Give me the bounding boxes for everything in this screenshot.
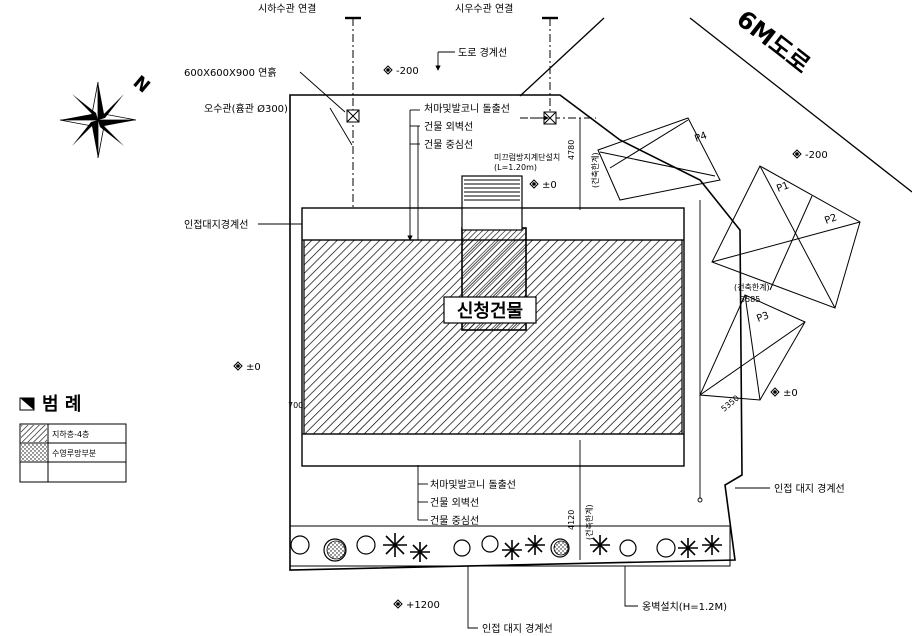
adjacent-right-label: 인접 대지 경계선 (774, 482, 845, 495)
manholes (346, 109, 557, 125)
legend-title: 범 례 (42, 394, 81, 415)
parking-area (597, 117, 861, 401)
stair-length-label: (L=1.20m) (494, 163, 537, 172)
dim-3585: 3585 (740, 295, 760, 304)
eave-line-top-label: 처마및발코니 돌출선 (424, 103, 510, 115)
storm-connection-label: 시우수관 연결 (455, 3, 513, 15)
sewer-connection-label: 시하수관 연결 (258, 2, 316, 15)
level-left: ±0 (246, 362, 261, 373)
level-stair: ±0 (542, 180, 557, 191)
building-label: 신청건물 (443, 296, 537, 324)
parking-p4: P4 (693, 130, 708, 145)
dim-4120: 4120 (567, 510, 576, 530)
parking-p2: P2 (823, 212, 838, 227)
level-top-center: -200 (396, 66, 419, 77)
legend-item-1: 지하층-4층 (52, 429, 89, 439)
road-lines (519, 17, 912, 193)
north-label: N (129, 72, 154, 98)
leaders (258, 51, 770, 629)
building-outline (301, 175, 685, 467)
road-boundary-label: 도로 경계선 (458, 46, 507, 59)
retaining-wall-label: 옹벽설치(H=1.2M) (642, 601, 727, 613)
wall-line-bottom-label: 건물 외벽선 (430, 497, 479, 509)
landscape-strip (289, 525, 731, 567)
level-bottom: +1200 (406, 600, 440, 611)
stair-note-label: 미끄럼방지계단설치 (494, 152, 560, 162)
dim-setback-3: (건축한계) (584, 504, 594, 540)
manhole-label: 600X600X900 연흙 (184, 66, 277, 79)
road-label: 6M도로 (731, 5, 815, 79)
level-right-top: -200 (805, 150, 828, 161)
north-arrow: N (59, 72, 154, 159)
center-line-top-label: 건물 중심선 (424, 139, 473, 151)
dim-setback-1: (건축한계) (590, 152, 600, 188)
building-name: 신청건물 (457, 301, 523, 322)
parking-p1: P1 (775, 180, 790, 195)
dim-700: 700 (288, 401, 303, 410)
level-right: ±0 (783, 388, 798, 399)
sewer-pipe-label: 오수관(흄관 Ø300) (204, 102, 288, 115)
dimension-lines (579, 118, 703, 560)
legend: 범 례 지하층-4층 수영루망부분 (19, 394, 127, 483)
adjacent-bottom-label: 인접 대지 경계선 (482, 622, 553, 635)
dim-4780: 4780 (567, 140, 576, 160)
center-line-bottom-label: 건물 중심선 (430, 515, 479, 527)
parking-p3: P3 (755, 310, 770, 325)
dim-setback-2: (건축한계) (734, 282, 770, 292)
level-markers (233, 65, 802, 609)
eave-line-bottom-label: 처마및발코니 돌출선 (430, 479, 516, 491)
wall-line-top-label: 건물 외벽선 (424, 121, 473, 133)
legend-item-2: 수영루망부분 (52, 448, 96, 458)
adjacent-left-label: 인접대지경계선 (184, 218, 248, 231)
